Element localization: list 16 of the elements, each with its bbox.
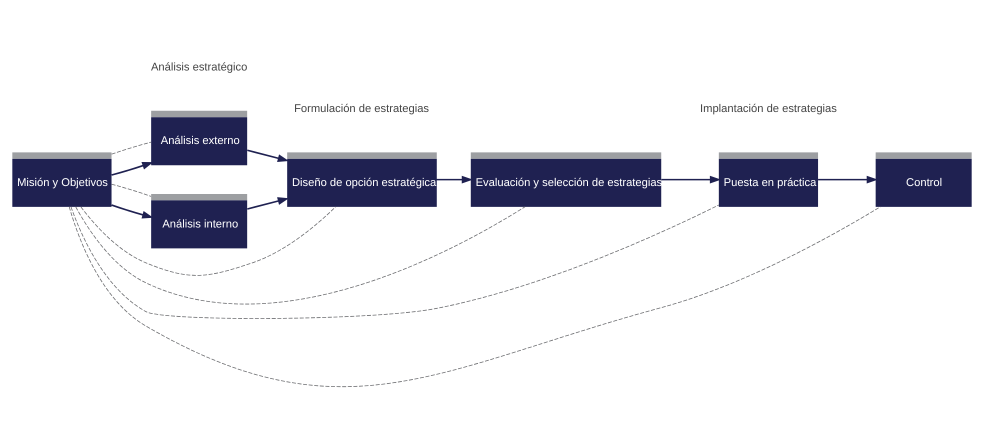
arrow [247,149,289,162]
connector [111,183,152,196]
connector [111,141,152,154]
connector [68,206,881,386]
arrow [661,175,722,184]
label: Implantación de estrategias [700,102,837,115]
arrow [436,175,473,184]
connector [80,206,336,276]
label: Formulación de estrategias [294,102,430,115]
label: Análisis estratégico [150,61,248,74]
arrow [818,175,878,184]
connector [70,204,720,318]
arrow [111,162,154,176]
arrow [247,196,289,210]
connector [75,206,526,304]
arrow [111,204,154,218]
